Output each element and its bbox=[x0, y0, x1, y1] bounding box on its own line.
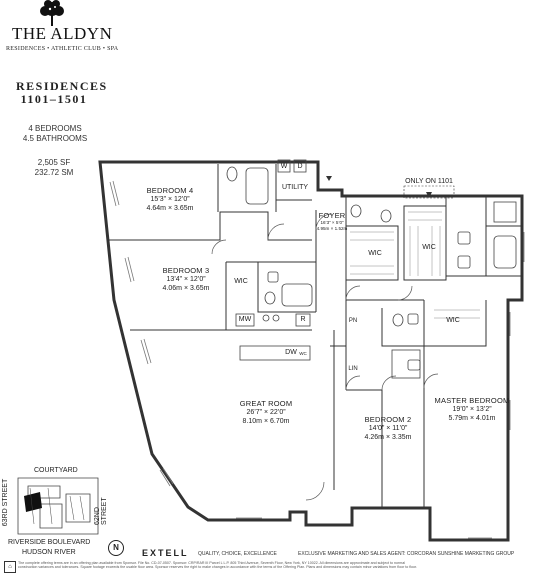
bedroom2-label: BEDROOM 2 14’0” × 11’0” 4.26m × 3.35m bbox=[348, 415, 428, 442]
unit-location-marker bbox=[24, 492, 42, 512]
wine-cooler-label: WC bbox=[299, 351, 307, 356]
equal-housing-icon: ⌂ bbox=[4, 561, 16, 573]
refrigerator-label: R bbox=[300, 316, 306, 323]
wic-label-4: WIC bbox=[446, 317, 460, 324]
fine-print: The complete offering terms are in an of… bbox=[18, 561, 546, 570]
great-room-dim-ft: 26’7” × 22’0” bbox=[246, 409, 286, 416]
bedroom3-name: BEDROOM 3 bbox=[162, 266, 210, 275]
residence-heading-line2: 1101–1501 bbox=[20, 92, 88, 106]
river-label: HUDSON RIVER bbox=[22, 549, 76, 556]
bathtub-icon bbox=[245, 167, 269, 205]
great-room-label: GREAT ROOM 26’7” × 22’0” 8.10m × 6.70m bbox=[218, 399, 314, 426]
residence-heading: RESIDENCES 1101–1501 bbox=[16, 79, 108, 106]
sink-icon bbox=[457, 231, 471, 245]
bedroom4-name: BEDROOM 4 bbox=[146, 186, 194, 195]
exterior-wall bbox=[98, 160, 524, 542]
microwave-label: MW bbox=[238, 316, 252, 323]
great-room-dim-m: 8.10m × 6.70m bbox=[242, 418, 290, 425]
toilet-icon bbox=[380, 209, 392, 223]
fine-print-line2: construction variances and tolerances. S… bbox=[18, 565, 418, 570]
bedroom2-name: BEDROOM 2 bbox=[364, 415, 412, 424]
foyer-name: FOYER bbox=[318, 211, 346, 220]
sales-agent: EXCLUSIVE MARKETING AND SALES AGENT: COR… bbox=[298, 551, 515, 557]
developer-logo: EXTELL bbox=[142, 548, 189, 558]
kitchen-island bbox=[239, 345, 311, 361]
sink-icon bbox=[457, 255, 471, 269]
bedroom3-label: BEDROOM 3 13’4” × 12’0” 4.06m × 3.65m bbox=[144, 266, 228, 293]
toilet-icon bbox=[264, 291, 276, 305]
tree-logo-icon bbox=[40, 0, 64, 26]
master-bedroom-dim-m: 5.79m × 4.01m bbox=[448, 415, 496, 422]
fine-print-line1: The complete offering terms are in an of… bbox=[18, 561, 406, 565]
entry-arrow-icon bbox=[326, 176, 332, 181]
bedroom4-dim-m: 4.64m × 3.65m bbox=[146, 205, 194, 212]
bathrooms-count: 4.5 BATHROOMS bbox=[22, 134, 88, 143]
dishwasher-label: DW bbox=[285, 349, 297, 356]
sink-icon bbox=[407, 359, 421, 371]
bed-bath-info: 4 BEDROOMS 4.5 BATHROOMS bbox=[15, 124, 95, 144]
master-bedroom-dim-ft: 19’0” × 13’2” bbox=[452, 406, 492, 413]
great-room-name: GREAT ROOM bbox=[239, 399, 293, 408]
sink-icon bbox=[407, 313, 419, 325]
shower-icon bbox=[493, 201, 517, 223]
bathtub-icon bbox=[493, 235, 517, 269]
bedroom3-dim-m: 4.06m × 3.65m bbox=[162, 285, 210, 292]
wic-label-1: WIC bbox=[368, 250, 382, 257]
utility-label: UTILITY bbox=[281, 184, 309, 191]
street-62nd: 62ND STREET bbox=[94, 497, 108, 525]
area-info: 2,505 SF 232.72 SM bbox=[14, 158, 94, 178]
bedroom4-label: BEDROOM 4 15’3” × 12’0” 4.64m × 3.65m bbox=[128, 186, 212, 213]
toilet-icon bbox=[392, 313, 404, 327]
sink-icon bbox=[267, 271, 279, 283]
developer-tagline: QUALITY, CHOICE, EXCELLENCE bbox=[198, 551, 277, 557]
pantry-label: PN bbox=[348, 318, 358, 324]
north-compass-icon: N bbox=[108, 540, 124, 556]
foyer-dim-m: 4.95m × 1.52m bbox=[316, 226, 348, 231]
toilet-icon bbox=[350, 204, 362, 218]
washer-icon bbox=[277, 159, 291, 173]
north-label: N bbox=[113, 543, 119, 552]
wic-label-3: WIC bbox=[234, 278, 248, 285]
courtyard-label: COURTYARD bbox=[34, 467, 78, 474]
washer-label: W bbox=[280, 163, 288, 170]
area-sf: 2,505 SF bbox=[37, 158, 71, 167]
master-bedroom-name: MASTER BEDROOM bbox=[434, 396, 510, 405]
key-plan-map bbox=[17, 477, 99, 535]
shower-icon bbox=[391, 349, 421, 379]
bedrooms-count: 4 BEDROOMS bbox=[28, 124, 82, 133]
only-on-1101-label: ONLY ON 1101 bbox=[405, 178, 453, 185]
bathtub-icon bbox=[281, 283, 313, 307]
foyer-dim-ft: 16’3” × 5’0” bbox=[320, 220, 344, 225]
logo bbox=[30, 0, 74, 26]
dryer-label: D bbox=[297, 163, 303, 170]
brand-name: THE ALDYN bbox=[12, 24, 113, 43]
brand-tagline: RESIDENCES • ATHLETIC CLUB • SPA bbox=[6, 46, 119, 52]
residence-heading-line1: RESIDENCES bbox=[16, 79, 108, 93]
bedroom4-dim-ft: 15’3” × 12’0” bbox=[150, 196, 190, 203]
foyer-label: FOYER 16’3” × 5’0” 4.95m × 1.52m bbox=[310, 211, 354, 232]
boulevard-label: RIVERSIDE BOULEVARD bbox=[8, 539, 91, 546]
master-bedroom-label: MASTER BEDROOM 19’0” × 13’2” 5.79m × 4.0… bbox=[426, 396, 518, 423]
bedroom2-dim-ft: 14’0” × 11’0” bbox=[368, 425, 408, 432]
wic-label-2: WIC bbox=[422, 244, 436, 251]
bedroom2-dim-m: 4.26m × 3.35m bbox=[364, 434, 412, 441]
key-plan: COURTYARD 63RD STREET 62ND STREET bbox=[0, 464, 120, 554]
dryer-icon bbox=[293, 159, 307, 173]
toilet-icon bbox=[226, 166, 238, 182]
only-on-arrow-icon bbox=[426, 192, 432, 198]
linen-label: LIN bbox=[348, 366, 358, 372]
area-sm: 232.72 SM bbox=[34, 168, 74, 177]
bedroom3-dim-ft: 13’4” × 12’0” bbox=[166, 276, 206, 283]
street-63rd: 63RD STREET bbox=[2, 478, 10, 527]
